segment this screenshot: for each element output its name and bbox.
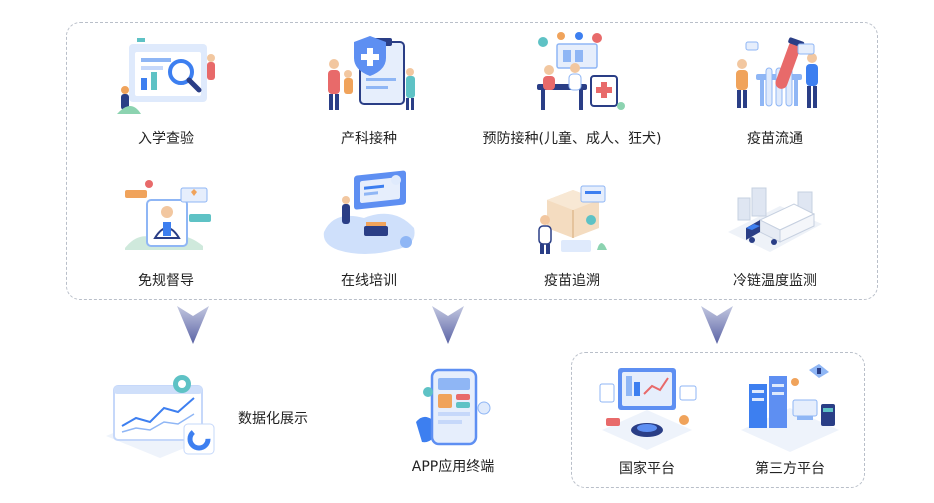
online-training-icon <box>323 170 415 254</box>
service-label: 在线培训 <box>341 273 397 289</box>
service-obstetric-vaccination: 产科接种 <box>274 28 464 148</box>
clinic-doctor-icon <box>537 32 625 110</box>
service-label: 产科接种 <box>341 131 397 147</box>
service-vaccine-traceability: 疫苗追溯 <box>477 170 667 290</box>
down-arrow-icon <box>177 306 209 344</box>
platforms-frame <box>571 352 865 488</box>
monitor-screen-icon <box>599 368 697 450</box>
service-online-training: 在线培训 <box>274 170 464 290</box>
service-enrollment-check: 入学查验 <box>71 28 261 148</box>
service-label: 入学查验 <box>138 131 194 147</box>
service-label: 疫苗追溯 <box>544 273 600 289</box>
down-arrow-icon <box>701 306 733 344</box>
server-satellite-icon <box>741 364 839 452</box>
trace-box-icon <box>538 185 607 254</box>
app-terminal-label: APP应用终端 <box>411 459 495 475</box>
vaccine-vial-icon <box>736 37 818 108</box>
doctor-laptop-icon <box>125 180 211 250</box>
output-data-display-label-wrap: 数据化展示 <box>238 410 308 428</box>
service-preventive-vaccination: 预防接种(儿童、成人、狂犬) <box>477 28 667 148</box>
output-app-terminal: APP应用终端 <box>398 364 508 476</box>
mobile-phone-icon <box>416 368 491 446</box>
family-shield-clipboard-icon <box>328 36 415 110</box>
service-immunization-supervision: 免规督导 <box>71 170 261 290</box>
services-frame <box>66 22 878 300</box>
output-national-platform: 国家平台 <box>587 360 707 478</box>
dashboard-chart-icon <box>106 375 215 458</box>
national-platform-label: 国家平台 <box>619 461 675 477</box>
down-arrow-icon <box>432 306 464 344</box>
service-cold-chain-monitoring: 冷链温度监测 <box>680 170 870 290</box>
output-third-party-platform: 第三方平台 <box>730 360 850 478</box>
service-vaccine-circulation: 疫苗流通 <box>680 28 870 148</box>
data-display-label: 数据化展示 <box>238 411 308 427</box>
service-label: 冷链温度监测 <box>733 273 817 289</box>
cold-chain-truck-icon <box>728 187 822 252</box>
service-label: 免规督导 <box>138 273 194 289</box>
output-data-display <box>100 374 220 464</box>
service-label: 预防接种(儿童、成人、狂犬) <box>482 131 662 147</box>
magnifier-chart-icon <box>117 38 215 114</box>
service-label: 疫苗流通 <box>747 131 803 147</box>
third-party-platform-label: 第三方平台 <box>755 461 825 477</box>
